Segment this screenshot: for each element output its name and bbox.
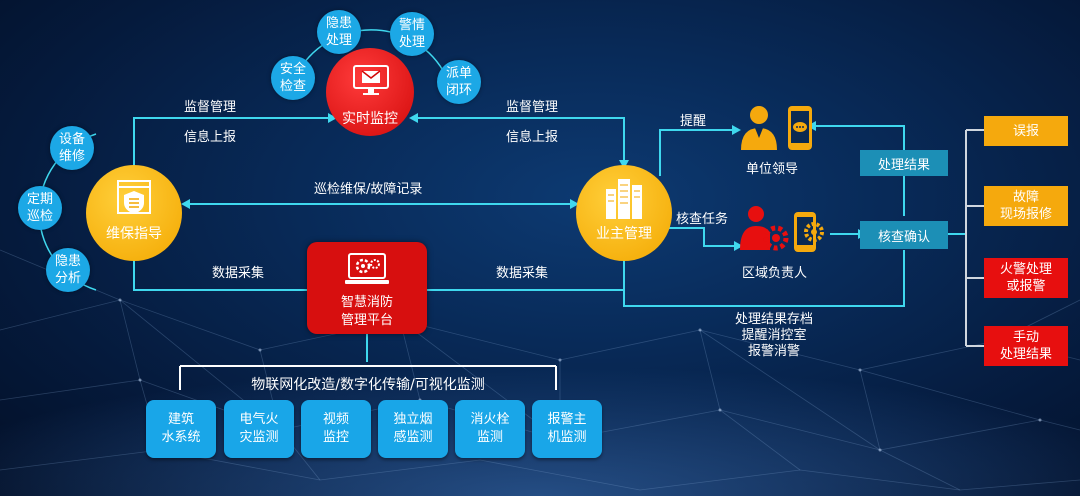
label-report-left: 信息上报 bbox=[184, 130, 237, 145]
leader-label: 单位领导 bbox=[746, 162, 799, 177]
label-patrol-record: 巡检维保/故障记录 bbox=[314, 182, 423, 197]
result-box: 处理结果 bbox=[860, 150, 948, 176]
bubble-safety-check: 安全检查 bbox=[271, 56, 315, 100]
label-check-task: 核查任务 bbox=[676, 212, 729, 227]
false-alarm-box: 误报 bbox=[984, 116, 1068, 146]
bubble-hazard-handling: 隐患处理 bbox=[317, 10, 361, 54]
label-archive: 处理结果存档提醒消控室报警消警 bbox=[734, 312, 813, 359]
smart-fire-platform: 智慧消防管理平台 bbox=[307, 242, 427, 334]
phone-gear-icon bbox=[794, 212, 824, 252]
monitor-mail-icon bbox=[353, 65, 389, 95]
bubble-dispatch-loop: 派单闭环 bbox=[437, 60, 481, 104]
person-icon bbox=[741, 106, 777, 150]
fire-handling-box: 火警处理或报警 bbox=[984, 258, 1068, 298]
manual-result-box: 手动处理结果 bbox=[984, 326, 1068, 366]
iot-title: 物联网化改造/数字化传输/可视化监测 bbox=[251, 377, 485, 393]
bubble-equipment-repair: 设备维修 bbox=[50, 126, 94, 170]
fault-repair-box: 故障现场报修 bbox=[984, 186, 1068, 226]
phone-chat-icon bbox=[788, 106, 812, 150]
maintenance-guidance-node: 维保指导 bbox=[86, 165, 182, 261]
bubble-alarm-handling: 警情处理 bbox=[390, 12, 434, 56]
bubble-hazard-analysis: 隐患分析 bbox=[46, 248, 90, 292]
bottom-bracket bbox=[179, 365, 557, 390]
label-report-right: 信息上报 bbox=[506, 130, 559, 145]
shield-window-icon bbox=[117, 180, 151, 214]
electrical-fire-box: 电气火灾监测 bbox=[224, 400, 294, 458]
confirm-box: 核查确认 bbox=[860, 221, 948, 249]
region-label: 区域负责人 bbox=[742, 266, 808, 281]
platform-label: 智慧消防管理平台 bbox=[340, 295, 393, 328]
right-bracket bbox=[965, 129, 984, 347]
laptop-gear-icon bbox=[345, 253, 389, 284]
video-monitor-box: 视频监控 bbox=[301, 400, 371, 458]
label-supervise-left: 监督管理 bbox=[184, 100, 237, 115]
maintenance-label: 维保指导 bbox=[106, 226, 162, 242]
hydrant-monitor-box: 消火栓监测 bbox=[455, 400, 525, 458]
buildings-icon bbox=[606, 179, 642, 219]
smoke-detector-box: 独立烟感监测 bbox=[378, 400, 448, 458]
label-collect-left: 数据采集 bbox=[212, 266, 265, 281]
bubble-periodic-inspection: 定期巡检 bbox=[18, 186, 62, 230]
owner-label: 业主管理 bbox=[596, 226, 652, 242]
label-remind: 提醒 bbox=[680, 114, 707, 129]
building-water-box: 建筑水系统 bbox=[146, 400, 216, 458]
realtime-label: 实时监控 bbox=[342, 111, 398, 127]
owner-management-node: 业主管理 bbox=[576, 165, 672, 261]
realtime-monitoring-node: 实时监控 bbox=[326, 48, 414, 136]
connector-lines bbox=[133, 117, 966, 362]
label-supervise-right: 监督管理 bbox=[506, 100, 559, 115]
alarm-host-box: 报警主机监测 bbox=[532, 400, 602, 458]
gear-person-icon bbox=[740, 206, 789, 251]
label-collect-right: 数据采集 bbox=[496, 266, 549, 281]
